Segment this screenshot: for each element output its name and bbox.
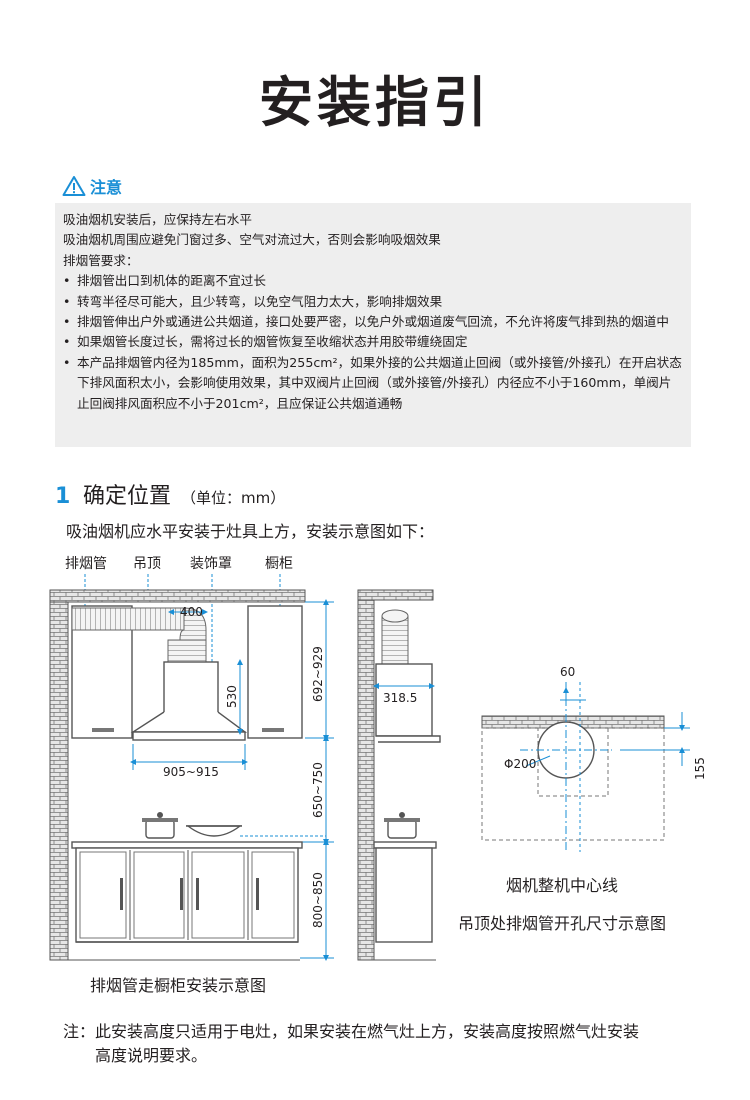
label-cover: 装饰罩 — [190, 556, 232, 572]
dim-side-depth: 318.5 — [383, 691, 417, 705]
label-cabinet: 橱柜 — [265, 556, 293, 572]
dim-pipe: 400 — [180, 605, 203, 619]
section-title: 确定位置 — [83, 484, 172, 509]
notice-bullet: •转弯半径尽可能大，且少转弯，以免空气阻力太大，影响排烟效果 — [63, 292, 683, 312]
dim-hood-to-stove: 650~750 — [311, 762, 325, 818]
notice-bullet: •如果烟管长度过长，需将过长的烟管恢复至收缩状态并用胶带缠绕固定 — [63, 332, 683, 352]
label-ceiling: 吊顶 — [133, 556, 161, 572]
cabinet-diagram-caption: 排烟管走橱柜安装示意图 — [90, 976, 267, 995]
footnote-line: 高度说明要求。 — [95, 1046, 208, 1065]
section-heading: 1 确定位置 （单位：mm） — [55, 478, 285, 510]
section-number: 1 — [55, 484, 71, 509]
notice-bullet: •排烟管出口到机体的距离不宜过长 — [63, 271, 683, 291]
side-view-diagram: 318.5 — [357, 589, 441, 961]
cabinet-diagram: 排烟管 吊顶 装饰罩 橱柜 400 — [49, 556, 334, 961]
section-unit: （单位：mm） — [181, 489, 286, 507]
footnote-line: 注：此安装高度只适用于电灶，如果安装在燃气灶上方，安装高度按照燃气灶安装 — [63, 1022, 640, 1041]
installation-diagram: 排烟管 吊顶 装饰罩 橱柜 400 — [49, 556, 707, 961]
notice-line: 吸油烟机安装后，应保持左右水平 — [63, 212, 252, 227]
dim-counter-height: 800~850 — [311, 872, 325, 928]
dim-hood-width: 905~915 — [163, 765, 219, 779]
notice-bullet: •排烟管伸出户外或通进公共烟道，接口处要严密，以免户外或烟道废气回流，不允许将废… — [63, 312, 683, 332]
notice-box: 吸油烟机安装后，应保持左右水平 吸油烟机周围应避免门窗过多、空气对流过大，否则会… — [55, 203, 691, 447]
notice-line: 排烟管要求： — [63, 252, 139, 268]
dim-hood-height: 530 — [225, 685, 239, 708]
ceiling-hole-diagram: 60 Φ200 155 — [481, 665, 707, 852]
notice-bullet: •本产品排烟管内径为185mm，面积为255cm²，如果外接的公共烟道止回阀（或… — [63, 353, 683, 414]
ceiling-diagram-caption: 吊顶处排烟管开孔尺寸示意图 — [458, 914, 667, 933]
notice-header: 注意 — [62, 172, 122, 200]
notice-bullet-text: 排烟管伸出户外或通进公共烟道，接口处要严密，以免户外或烟道废气回流，不允许将废气… — [77, 314, 669, 330]
label-exhaust-pipe: 排烟管 — [65, 556, 107, 572]
dim-cabinet-height: 692~929 — [311, 646, 325, 702]
dim-hole: Φ200 — [504, 757, 536, 771]
notice-label: 注意 — [90, 178, 123, 197]
notice-bullet-text: 排烟管出口到机体的距离不宜过长 — [77, 273, 266, 289]
notice-bullet-text: 转弯半径尽可能大，且少转弯，以免空气阻力太大，影响排烟效果 — [77, 293, 443, 309]
warning-icon — [62, 176, 86, 196]
notice-bullet-text: 如果烟管长度过长，需将过长的烟管恢复至收缩状态并用胶带缠绕固定 — [77, 334, 468, 350]
center-line-label: 烟机整机中心线 — [506, 876, 619, 895]
dim-offset: 60 — [560, 665, 575, 679]
footnote: 注：此安装高度只适用于电灶，如果安装在燃气灶上方，安装高度按照燃气灶安装 高度说… — [63, 1020, 703, 1068]
notice-line: 吸油烟机周围应避免门窗过多、空气对流过大，否则会影响吸烟效果 — [63, 232, 441, 248]
notice-bullet-text: 本产品排烟管内径为185mm，面积为255cm²，如果外接的公共烟道止回阀（或外… — [77, 354, 682, 411]
dim-depth: 155 — [693, 757, 707, 780]
page-title: 安装指引 — [259, 71, 491, 134]
section-intro: 吸油烟机应水平安装于灶具上方，安装示意图如下： — [66, 522, 435, 541]
